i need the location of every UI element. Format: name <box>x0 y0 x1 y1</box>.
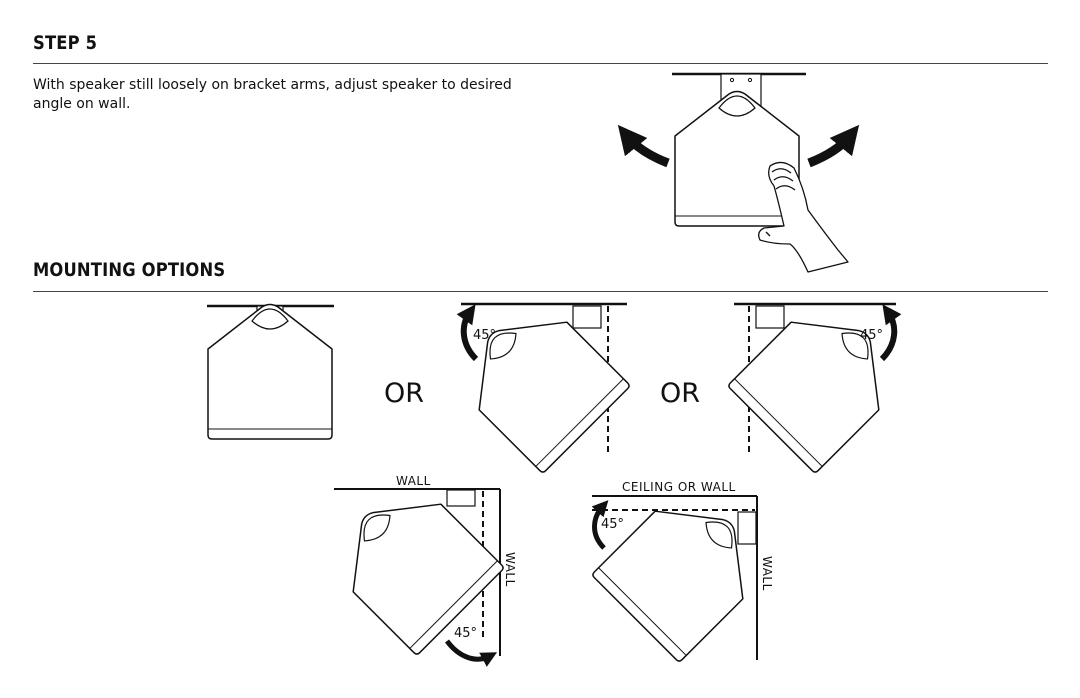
wall-label-side: WALL <box>503 552 517 587</box>
rotate-arrow-icon <box>456 304 479 362</box>
mount-option-ceiling-straight <box>207 303 334 440</box>
mount-option-corner-ceiling: 45° CEILING OR WALL WALL <box>590 478 776 664</box>
angle-label: 45° <box>860 328 883 343</box>
mount-option-corner-wall: 45° WALL WALL <box>320 471 517 667</box>
angle-label: 45° <box>601 517 624 532</box>
rotate-arrow-icon <box>591 500 609 550</box>
angle-label: 45° <box>454 626 477 641</box>
speaker-icon <box>726 289 912 475</box>
speaker-icon <box>207 303 333 440</box>
rotate-arrow-icon <box>444 639 498 667</box>
mounting-options-heading: MOUNTING OPTIONS <box>33 259 226 281</box>
step5-instruction: With speaker still loosely on bracket ar… <box>33 77 512 112</box>
rotate-arrow-icon <box>879 304 902 362</box>
mount-option-tilt-left: 45° <box>446 289 632 475</box>
speaker-icon <box>446 289 632 475</box>
rotate-left-arrow-icon <box>617 124 670 168</box>
speaker-icon <box>590 478 776 664</box>
step5-illustration <box>617 72 860 273</box>
ceiling-or-wall-label: CEILING OR WALL <box>622 480 736 494</box>
angle-label: 45° <box>473 328 496 343</box>
step5-divider <box>33 63 1048 64</box>
rotate-right-arrow-icon <box>807 124 860 168</box>
wall-label-side: WALL <box>760 556 774 591</box>
wall-label-top: WALL <box>396 474 431 488</box>
speaker-icon <box>320 471 506 657</box>
mount-option-tilt-right: 45° <box>726 289 912 475</box>
or-separator-1: OR <box>384 378 424 409</box>
mounting-options-divider <box>33 291 1048 292</box>
or-separator-2: OR <box>660 378 700 409</box>
hand-icon <box>758 161 849 273</box>
step5-heading: STEP 5 <box>33 32 98 54</box>
